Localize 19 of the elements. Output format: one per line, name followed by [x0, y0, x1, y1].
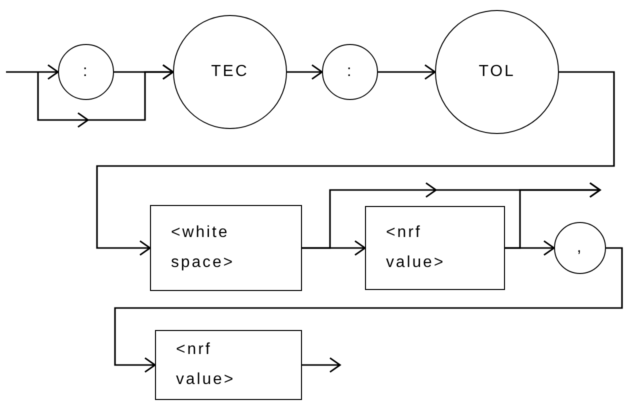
- node-label: <white space>: [171, 222, 236, 273]
- arrow: [96, 71, 615, 256]
- arrow: [286, 64, 324, 80]
- node-label: ,: [576, 238, 584, 258]
- arrow: [5, 64, 60, 80]
- node-label: <nrf value>: [386, 222, 446, 273]
- arrow: [504, 240, 556, 256]
- arrow: [114, 247, 623, 373]
- arrow: [113, 64, 174, 80]
- nonterminal-box: [150, 205, 302, 291]
- nonterminal-box: [155, 330, 302, 400]
- arrow: [301, 357, 342, 373]
- nonterminal-box: [365, 206, 505, 290]
- node-label: <nrf value>: [176, 340, 236, 390]
- node-label: :: [82, 62, 90, 82]
- arrow: [377, 64, 436, 80]
- node-label: TEC: [211, 62, 249, 82]
- node-label: TOL: [478, 62, 516, 82]
- node-label: :: [346, 62, 354, 82]
